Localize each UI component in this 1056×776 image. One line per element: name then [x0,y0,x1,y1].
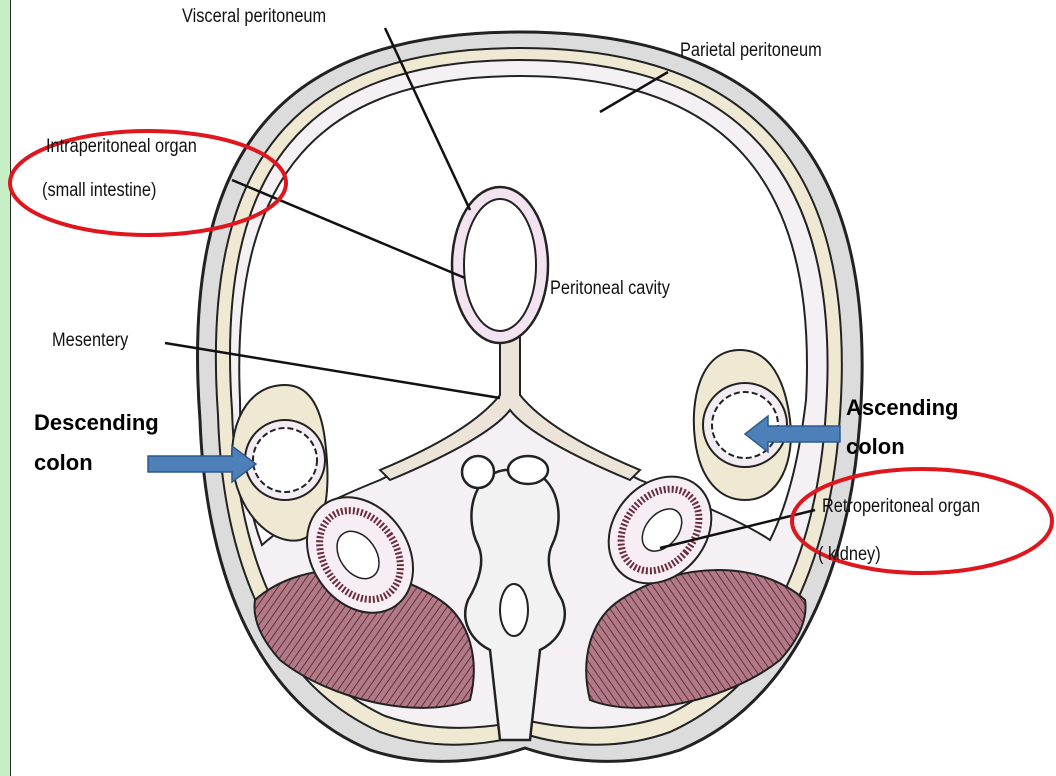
small-intestine-loop [452,187,548,343]
descending-label: Descending [34,410,159,436]
visceral-peritoneum-label: Visceral peritoneum [182,6,326,28]
small-intestine-label: (small intestine) [42,180,156,202]
ascending-label: Ascending [846,395,958,421]
descending-colon-label: colon [34,450,93,476]
kidney-label: ( kidney) [818,544,881,566]
peritoneal-cavity-label: Peritoneal cavity [550,278,670,300]
intraperitoneal-organ-label: Intraperitoneal organ [46,136,197,158]
parietal-peritoneum-label: Parietal peritoneum [680,40,822,62]
retroperitoneal-organ-label: Retroperitoneal organ [822,496,980,518]
ascending-colon [694,350,791,500]
ascending-colon-label: colon [846,434,905,460]
mesentery-label: Mesentery [52,330,128,352]
